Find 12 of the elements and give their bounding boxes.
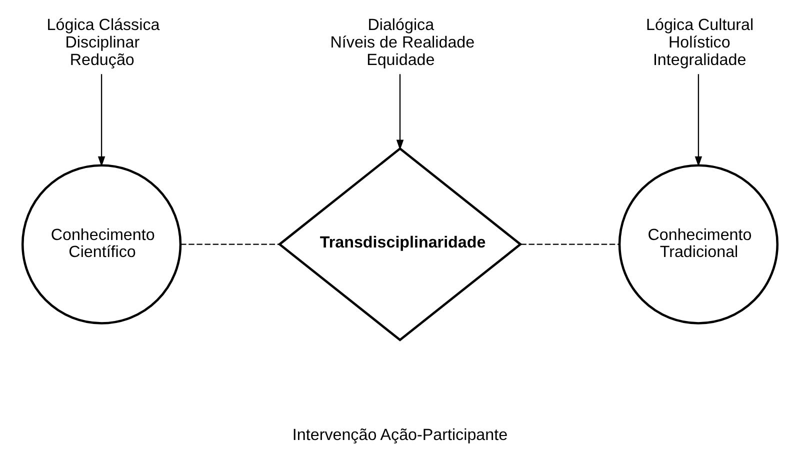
- arrow: [694, 74, 702, 167]
- node-diamond: Transdisciplinaridade: [277, 147, 522, 342]
- node-text: Lógica Cultural Holístico Integralidade: [646, 16, 754, 69]
- node-text: Lógica Clássica Disciplinar Redução: [46, 16, 160, 69]
- node-circle: Conhecimento Científico: [20, 164, 182, 324]
- connector: [180, 244, 280, 245]
- arrow: [97, 74, 105, 167]
- node-circle: Conhecimento Tradicional: [618, 164, 778, 324]
- arrow: [396, 74, 404, 150]
- node-text: Dialógica Níveis de Realidade Equidade: [330, 16, 474, 69]
- connector: [520, 244, 619, 245]
- label: Intervenção Ação-Participante: [292, 426, 508, 444]
